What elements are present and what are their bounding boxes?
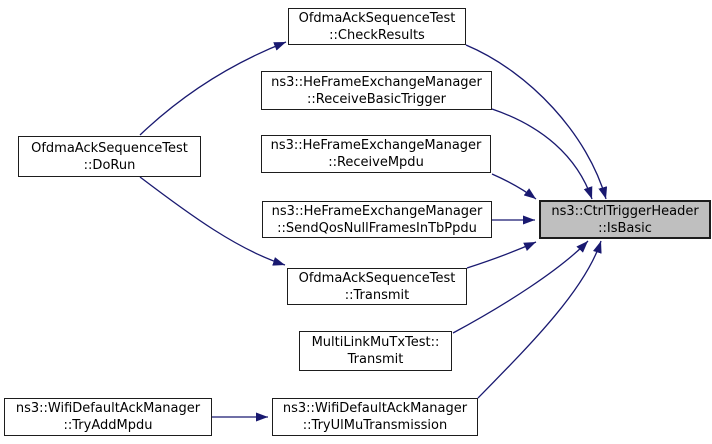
edge-receivebasictrigger-isbasic xyxy=(491,108,593,200)
node-label-line2: ::IsBasic xyxy=(598,220,652,236)
node-label-line1: ns3::WifiDefaultAckManager xyxy=(282,401,468,416)
node-label-line1: MultiLinkMuTxTest:: xyxy=(311,335,440,350)
node-label-line2: ::SendQosNullFramesInTbPpdu xyxy=(277,220,477,236)
node-label-line1: ns3::WifiDefaultAckManager xyxy=(15,401,201,416)
node-label-line1: OfdmaAckSequenceTest xyxy=(298,270,456,286)
node-label-line1: ns3::HeFrameExchangeManager xyxy=(270,138,482,153)
edge-transmit-isbasic xyxy=(466,241,537,269)
node-wifidefaultackmanager-tryulmutransmission[interactable]: ns3::WifiDefaultAckManager ::TryUlMuTran… xyxy=(272,398,478,436)
node-ofdmaacksequencetest-transmit[interactable]: OfdmaAckSequenceTest ::Transmit xyxy=(287,268,467,305)
node-label-line2: ::ReceiveMpdu xyxy=(328,155,424,170)
node-label-line1: OfdmaAckSequenceTest xyxy=(298,10,456,26)
node-ofdmaacksequencetest-checkresults[interactable]: OfdmaAckSequenceTest ::CheckResults xyxy=(288,8,466,45)
node-label-line1: ns3::HeFrameExchangeManager xyxy=(271,74,482,90)
edge-tryulmu-isbasic xyxy=(477,240,602,399)
node-label-line2: Transmit xyxy=(347,352,404,367)
node-label-line2: ::TryAddMpdu xyxy=(63,418,153,433)
node-label-line2: ::Transmit xyxy=(344,287,410,303)
node-label-line1: ns3::HeFrameExchangeManager xyxy=(271,203,483,219)
node-heframeexchangemanager-receivebasictrigger[interactable]: ns3::HeFrameExchangeManager ::ReceiveBas… xyxy=(261,71,492,110)
edge-dorun-checkresults xyxy=(139,41,287,136)
edge-dorun-transmit xyxy=(139,176,286,266)
node-heframeexchangemanager-receivempdu[interactable]: ns3::HeFrameExchangeManager ::ReceiveMpd… xyxy=(261,135,491,173)
node-ctrltriggerheader-isbasic-current: ns3::CtrlTriggerHeader ::IsBasic xyxy=(539,200,711,239)
edge-checkresults-isbasic xyxy=(465,44,608,200)
node-label-line2: ::CheckResults xyxy=(329,27,425,43)
node-label-line2: ::TryUlMuTransmission xyxy=(302,418,448,433)
node-label-line2: ::DoRun xyxy=(83,157,136,173)
edge-multilinktransmit-isbasic xyxy=(452,240,589,334)
node-label-line1: OfdmaAckSequenceTest xyxy=(31,140,188,156)
node-label-line2: ::ReceiveBasicTrigger xyxy=(307,91,446,107)
edge-receivempdu-isbasic xyxy=(491,173,537,200)
node-wifidefaultackmanager-tryaddmpdu[interactable]: ns3::WifiDefaultAckManager ::TryAddMpdu xyxy=(4,398,212,436)
node-label-line1: ns3::CtrlTriggerHeader xyxy=(551,203,699,219)
node-heframeexchangemanager-sendqosnullframesintbppdu[interactable]: ns3::HeFrameExchangeManager ::SendQosNul… xyxy=(262,201,492,238)
node-multilinkmutxtest-transmit[interactable]: MultiLinkMuTxTest:: Transmit xyxy=(299,331,452,371)
node-ofdmaacksequencetest-dorun[interactable]: OfdmaAckSequenceTest ::DoRun xyxy=(18,136,201,177)
